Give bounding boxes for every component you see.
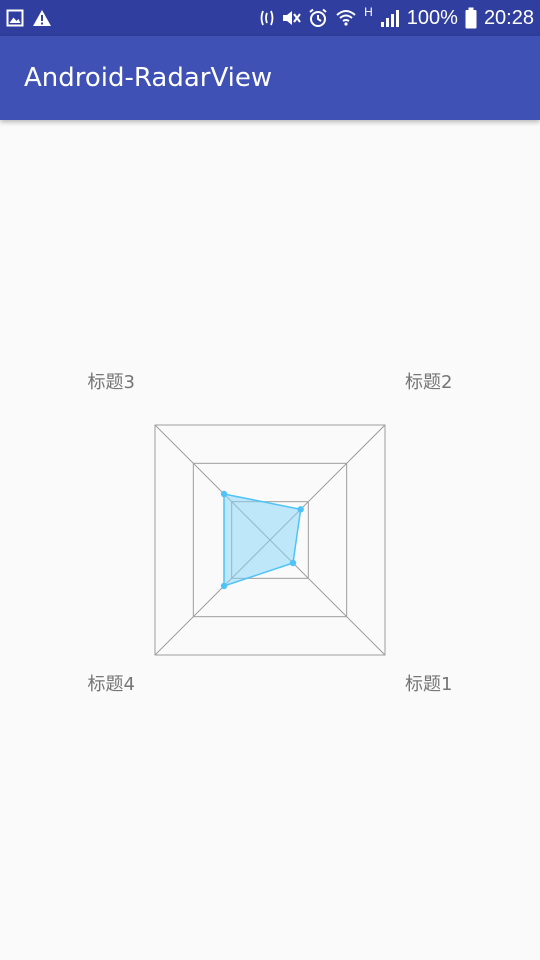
radar-data-point-3: [220, 490, 228, 498]
mute-icon: [281, 8, 301, 28]
nfc-icon: [260, 8, 274, 28]
radar-data-point-4: [220, 582, 228, 590]
gallery-icon: [6, 9, 24, 27]
signal-icon: [380, 8, 400, 28]
app-bar: Android-RadarView: [0, 36, 540, 120]
warning-icon: [32, 9, 52, 27]
radar-data-polygon: [223, 493, 302, 588]
battery-percentage: 100%: [406, 7, 458, 29]
radar-axis-label-1: 标题1: [405, 674, 452, 695]
radar-axis-labels: 标题1 标题2 标题3 标题4: [88, 372, 453, 695]
wifi-icon: [335, 8, 357, 28]
radar-data-point-1: [289, 559, 297, 567]
network-type-label: H: [364, 5, 373, 19]
radar-data-point-2: [297, 506, 304, 513]
radar-grid-ring-2: [192, 462, 348, 618]
radar-axis-label-4: 标题4: [88, 674, 135, 695]
radar-data-points: [220, 490, 304, 590]
clock: 20:28: [483, 7, 534, 29]
radar-axis-label-2: 标题2: [405, 372, 452, 393]
alarm-icon: [308, 8, 328, 28]
status-bar: H 100% 20:28: [0, 0, 540, 36]
battery-icon: [465, 7, 477, 29]
radar-axis-label-3: 标题3: [88, 372, 135, 393]
radar-grid-ring-3: [154, 424, 386, 656]
radar-data-area: [223, 493, 302, 588]
app-title: Android-RadarView: [24, 63, 273, 93]
status-left-icons: [6, 6, 52, 30]
status-right-icons: H 100% 20:28: [260, 4, 534, 32]
